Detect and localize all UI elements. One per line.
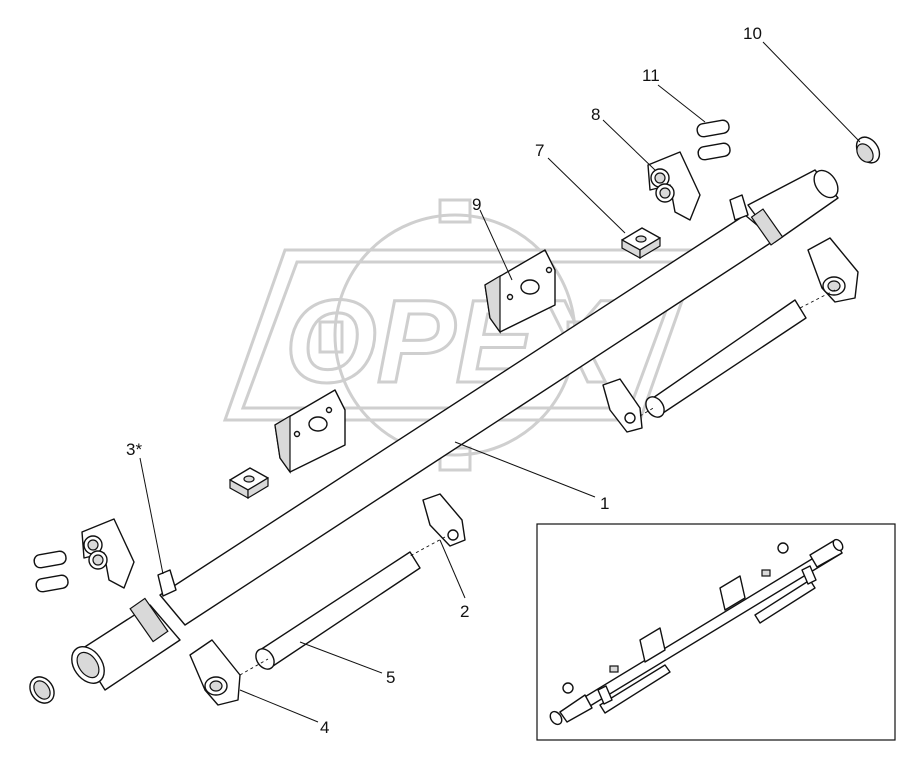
pins-lower: [33, 550, 69, 593]
callout-4: 4: [320, 718, 329, 737]
square-nut-lower: [229, 467, 269, 500]
callout-3: 3*: [126, 440, 142, 459]
callout-1: 1: [600, 494, 609, 513]
callout-10: 10: [743, 24, 762, 43]
pins-upper: [696, 119, 731, 161]
plate-lower: [422, 493, 466, 547]
arm-upper-right: [807, 237, 859, 303]
bracket-plate-lower: [274, 389, 346, 474]
callout-2: 2: [460, 602, 469, 621]
main-tube: [71, 169, 839, 691]
callout-9: 9: [472, 195, 481, 214]
callout-8: 8: [591, 105, 600, 124]
assembled-view-inset: [536, 523, 896, 741]
bracket-plate-upper: [484, 249, 556, 334]
lower-tube-right: [645, 299, 807, 418]
lower-tube-left: [255, 551, 421, 670]
clamp-bracket-upper: [647, 151, 701, 221]
callout-7: 7: [535, 141, 544, 160]
end-cap-lower: [29, 676, 55, 704]
square-nut-upper: [621, 227, 661, 260]
plate-upper: [602, 378, 643, 433]
leader-lines: [139, 41, 861, 723]
callout-5: 5: [386, 668, 395, 687]
clamp-bracket-lower: [81, 518, 135, 589]
callout-11: 11: [642, 66, 660, 85]
arm-lower-left: [189, 639, 241, 706]
end-cap-upper: [855, 136, 881, 164]
